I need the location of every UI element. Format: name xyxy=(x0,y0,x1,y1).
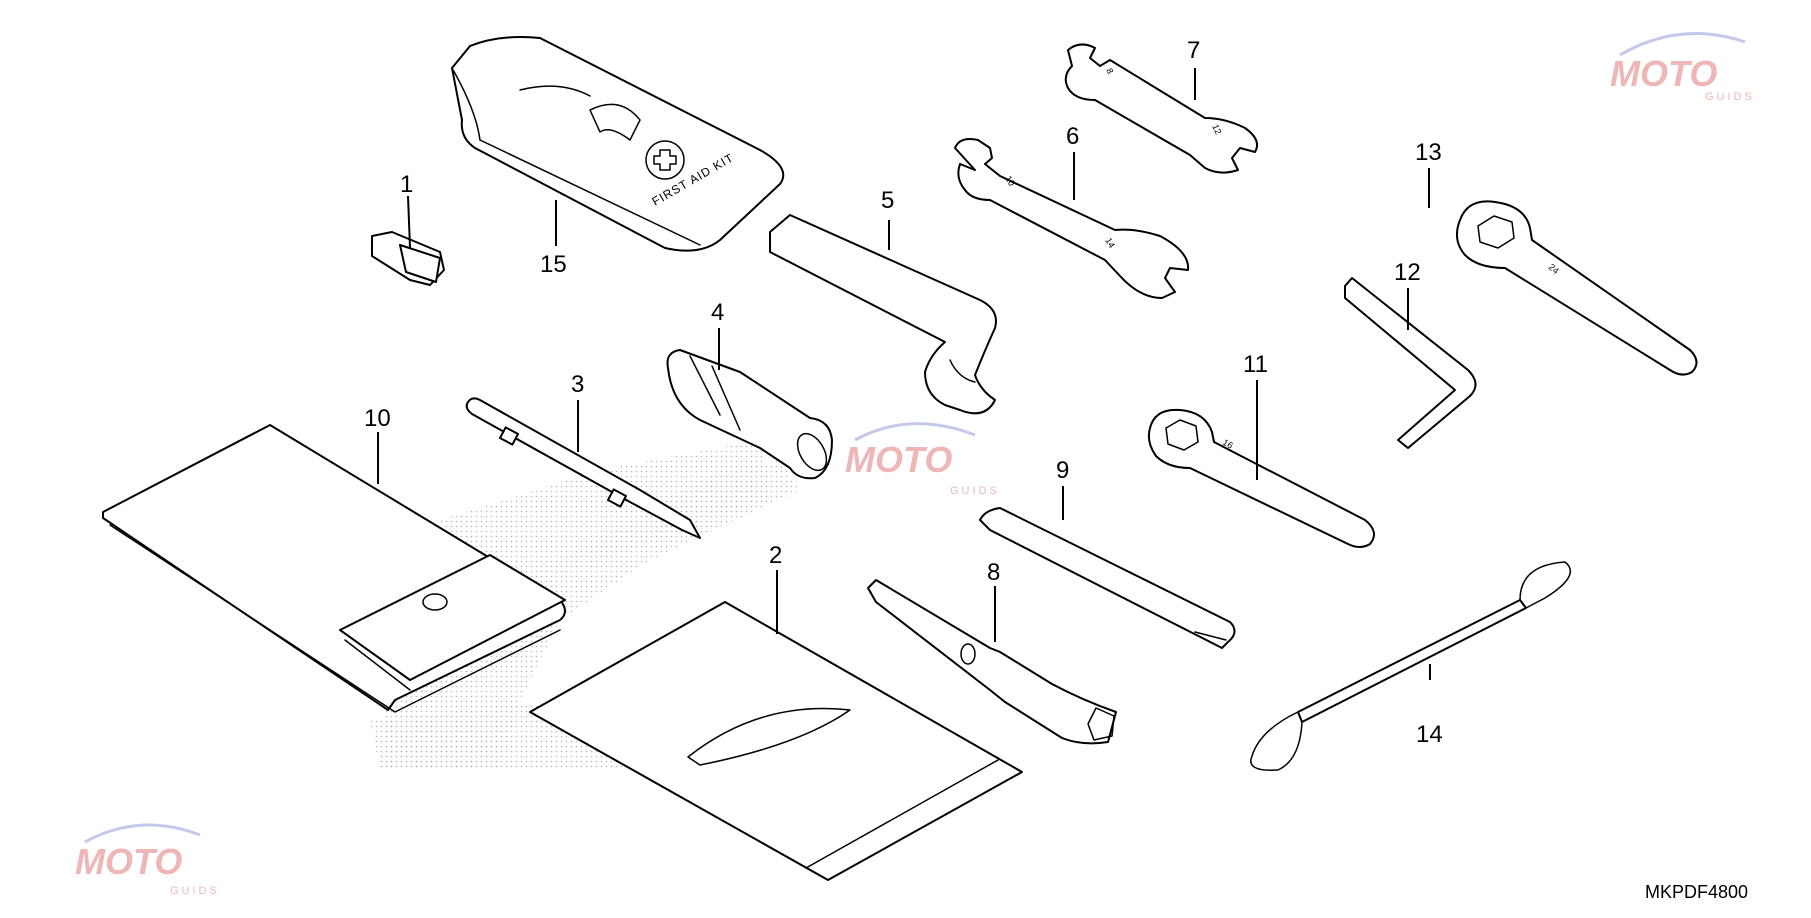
wrench-6-mark-a: 10 xyxy=(1003,174,1017,188)
part-8-plug-socket xyxy=(867,579,1117,745)
diagram-code: MKPDF4800 xyxy=(1645,882,1748,902)
wrench-6-mark-b: 14 xyxy=(1103,236,1117,250)
part-14-cord xyxy=(1250,561,1571,771)
part-12-hex-key xyxy=(1344,277,1477,449)
part-7-wrench: 8 12 xyxy=(1064,43,1258,174)
part-9-flat-bar xyxy=(979,507,1236,649)
wrench-11-mark: 16 xyxy=(1221,437,1235,451)
callout-10: 10 xyxy=(364,405,391,432)
part-2-manual-envelope xyxy=(529,601,1023,881)
callout-14: 14 xyxy=(1416,721,1443,748)
part-4-screwdriver-handle xyxy=(666,349,833,480)
part-6-wrench: 10 14 xyxy=(954,138,1190,299)
wrench-13-mark: 24 xyxy=(1547,262,1561,276)
part-11-box-wrench: 16 xyxy=(1147,408,1375,548)
watermark-text-top-right: MOTO xyxy=(1610,53,1717,94)
watermark-text-center: MOTO xyxy=(845,439,952,480)
leader-lines xyxy=(377,68,1431,680)
callout-11: 11 xyxy=(1243,351,1268,378)
callout-8: 8 xyxy=(987,559,1000,586)
callout-6: 6 xyxy=(1066,123,1079,150)
part-13-box-wrench: 24 xyxy=(1455,200,1698,376)
watermark-bottom-left: MOTO GUIDS xyxy=(75,823,220,897)
callout-3: 3 xyxy=(571,371,584,398)
part-1-clip xyxy=(371,231,445,286)
part-5-pin-spanner xyxy=(769,214,997,415)
watermark-text-bottom-left: MOTO xyxy=(75,841,182,882)
callouts: 1 2 3 4 5 6 7 8 9 10 11 12 13 14 15 xyxy=(364,37,1443,748)
part-15-first-aid-kit: FIRST AID KIT xyxy=(451,36,785,252)
callout-7: 7 xyxy=(1187,37,1200,64)
wrench-7-mark-b: 12 xyxy=(1210,123,1223,136)
callout-12: 12 xyxy=(1394,259,1421,286)
callout-1: 1 xyxy=(400,171,413,198)
callout-15: 15 xyxy=(540,251,567,278)
watermark-sub-center: GUIDS xyxy=(950,485,1000,497)
wrench-7-mark-a: 8 xyxy=(1104,67,1115,76)
callout-13: 13 xyxy=(1415,139,1442,166)
callout-9: 9 xyxy=(1056,457,1069,484)
watermark-sub-top-right: GUIDS xyxy=(1705,91,1755,103)
watermark-sub-bottom-left: GUIDS xyxy=(170,885,220,897)
callout-4: 4 xyxy=(711,299,724,326)
callout-5: 5 xyxy=(881,187,894,214)
watermark-top-right: MOTO GUIDS xyxy=(1610,32,1755,103)
callout-2: 2 xyxy=(769,542,782,569)
watermark-center: MOTO GUIDS xyxy=(845,422,1000,497)
part-10-tool-bag xyxy=(102,424,566,713)
part-3-screwdriver-bit xyxy=(465,397,701,539)
